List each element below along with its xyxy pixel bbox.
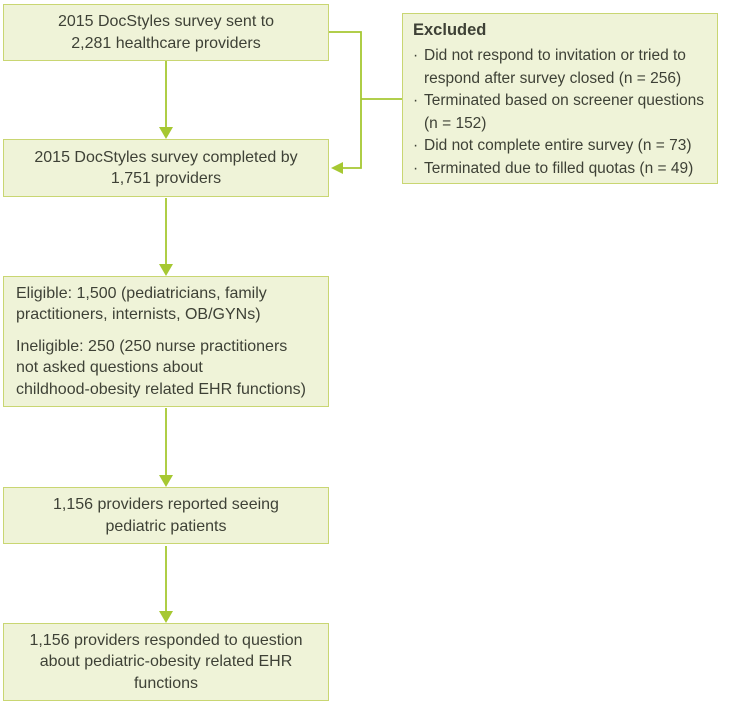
excluded-item-text: Did not respond to invitation or tried t… <box>424 47 686 87</box>
box-survey-completed-text: 2015 DocStyles survey completed by 1,751… <box>34 148 298 188</box>
bullet-glyph: · <box>413 92 419 109</box>
box-survey-sent: 2015 DocStyles survey sent to 2,281 heal… <box>3 4 329 61</box>
box-responded: 1,156 providers responded to question ab… <box>3 623 329 701</box>
box-pediatric-patients-text: 1,156 providers reported seeing pediatri… <box>53 496 279 535</box>
box-survey-completed: 2015 DocStyles survey completed by 1,751… <box>3 139 329 197</box>
eligible-text: Eligible: 1,500 (pediatricians, family p… <box>16 284 267 324</box>
arrow-pediatric-to-responded <box>159 546 173 623</box>
bullet-glyph: · <box>413 137 419 154</box>
box-responded-text: 1,156 providers responded to question ab… <box>29 631 303 692</box>
excluded-item: · Terminated based on screener questions… <box>413 90 709 135</box>
excluded-list: · Did not respond to invitation or tried… <box>413 45 709 180</box>
arrow-sent-to-completed <box>159 61 173 139</box>
box-pediatric-patients: 1,156 providers reported seeing pediatri… <box>3 487 329 544</box>
excluded-item: · Did not respond to invitation or tried… <box>413 45 709 90</box>
excluded-item-text: Terminated based on screener questions (… <box>424 92 705 132</box>
bullet-glyph: · <box>413 47 419 64</box>
bullet-glyph: · <box>413 159 419 177</box>
excluded-item-text: Did not complete entire survey (n = 73) <box>424 137 692 154</box>
connector-excluded <box>329 31 402 174</box>
arrow-eligibility-to-pediatric <box>159 408 173 487</box>
excluded-title: Excluded <box>413 21 487 39</box>
excluded-item: · Terminated due to filled quotas (n = 4… <box>413 158 709 181</box>
arrow-completed-to-eligibility <box>159 198 173 276</box>
box-survey-sent-text: 2015 DocStyles survey sent to 2,281 heal… <box>57 13 275 52</box>
box-eligibility: Eligible: 1,500 (pediatricians, family p… <box>3 276 329 407</box>
ineligible-text: Ineligible: 250 (250 nurse practitioners… <box>16 337 306 398</box>
box-excluded: Excluded · Did not respond to invitation… <box>402 13 718 184</box>
excluded-item-text: Terminated due to filled quotas (n = 49) <box>424 159 694 177</box>
excluded-item: · Did not complete entire survey (n = 73… <box>413 135 709 158</box>
